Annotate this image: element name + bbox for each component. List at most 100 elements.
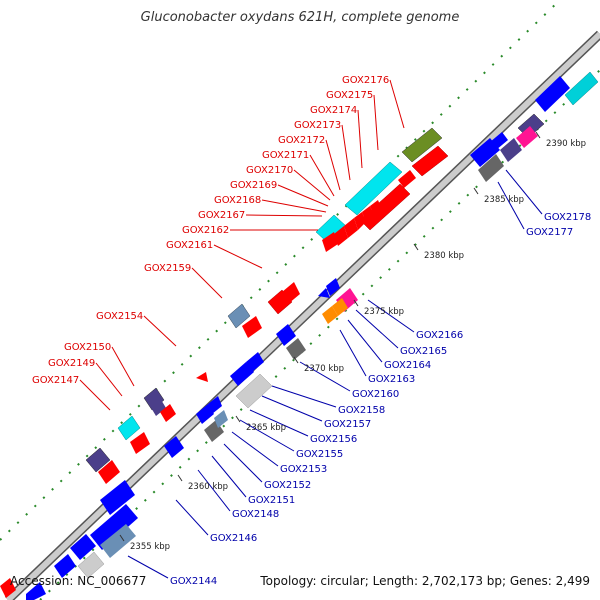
gene-label[interactable]: GOX2154 [96,311,143,322]
gene-block[interactable] [318,288,330,298]
gene-block[interactable] [77,551,105,579]
gene-block[interactable] [282,282,300,304]
gene-label[interactable]: GOX2171 [262,150,309,161]
gene-label[interactable]: GOX2167 [198,210,245,221]
gene-label[interactable]: GOX2166 [416,330,463,341]
gene-block[interactable] [401,127,443,163]
gene-block[interactable] [54,554,76,578]
gene-label[interactable]: GOX2158 [338,405,385,416]
scale-tick-label: 2370 kbp [304,364,344,374]
gene-block[interactable] [160,404,176,422]
gene-block[interactable] [196,372,208,382]
gene-block[interactable] [26,582,46,600]
gene-block[interactable] [230,362,254,386]
gene-block[interactable] [98,460,120,484]
gene-block[interactable] [90,504,138,550]
gene-block[interactable] [164,436,184,458]
gene-block[interactable] [117,415,141,441]
map-title: Gluconobacter oxydans 621H, complete gen… [140,10,460,25]
gene-block[interactable] [100,480,135,515]
scale-labels: 2355 kbp 2360 kbp 2365 kbp 2370 kbp 2375 kbp… [130,139,586,552]
gene-block[interactable] [130,432,150,454]
gene-block[interactable] [242,316,262,338]
gene-label[interactable]: GOX2161 [166,240,213,251]
gene-block[interactable] [478,154,504,182]
gene-block[interactable] [500,138,522,162]
gene-block[interactable] [150,398,166,416]
gene-block[interactable] [370,200,382,216]
gene-block[interactable] [326,278,340,296]
scale-tick-label: 2365 kbp [246,423,286,433]
gene-label[interactable]: GOX2159 [144,263,191,274]
gene-block[interactable] [322,232,338,252]
gene-label[interactable]: GOX2152 [264,480,311,491]
gene-block[interactable] [214,410,228,428]
gene-label[interactable]: GOX2155 [296,449,343,460]
gene-block[interactable] [564,71,599,106]
gene-label[interactable]: GOX2150 [64,342,111,353]
reverse-strand-genes [26,71,599,600]
gene-block[interactable] [0,578,16,598]
gene-label[interactable]: GOX2169 [230,180,277,191]
gene-label[interactable]: GOX2174 [310,105,357,116]
gene-label[interactable]: GOX2175 [326,90,373,101]
gene-label[interactable]: GOX2168 [214,195,261,206]
gene-block[interactable] [100,524,136,558]
gene-label[interactable]: GOX2163 [368,374,415,385]
gene-block[interactable] [354,212,366,230]
gene-label[interactable]: GOX2177 [526,227,573,238]
gene-block[interactable] [359,183,411,231]
gene-block[interactable] [196,404,214,424]
gene-label[interactable]: GOX2165 [400,346,447,357]
gene-block[interactable] [70,534,96,560]
gene-label[interactable]: GOX2151 [248,495,295,506]
gene-label[interactable]: GOX2173 [294,120,341,131]
scale-tick-label: 2380 kbp [424,251,464,261]
gene-label[interactable]: GOX2157 [324,419,371,430]
scale-tick-label: 2355 kbp [130,542,170,552]
gene-label[interactable]: GOX2147 [32,375,79,386]
scale-tick-label: 2390 kbp [546,139,586,149]
gene-block[interactable] [516,126,538,148]
gene-block[interactable] [344,161,403,216]
gene-block[interactable] [411,145,449,177]
scale-tick-label: 2360 kbp [188,482,228,492]
gene-label[interactable]: GOX2162 [182,225,229,236]
gene-label[interactable]: GOX2172 [278,135,325,146]
gene-block[interactable] [227,303,251,329]
scale-tick-label: 2385 kbp [484,195,524,205]
gene-block[interactable] [344,218,358,238]
gene-label[interactable]: GOX2160 [352,389,399,400]
gene-label[interactable]: GOX2153 [280,464,327,475]
gene-block[interactable] [208,396,222,414]
gene-block[interactable] [362,206,374,222]
forward-gene-labels: GOX2176GOX2175GOX2174GOX2173GOX2172GOX21… [32,75,389,386]
gene-label[interactable]: GOX2146 [210,533,257,544]
reverse-gene-labels: GOX2178GOX2177GOX2166GOX2165GOX2164GOX21… [170,212,591,587]
gene-block[interactable] [334,226,348,246]
scale-tick-label: 2375 kbp [364,307,404,317]
gene-label[interactable]: GOX2178 [544,212,591,223]
gene-block[interactable] [398,170,416,188]
gene-label[interactable]: GOX2144 [170,576,217,587]
gene-label[interactable]: GOX2149 [48,358,95,369]
gene-block[interactable] [246,352,264,372]
gene-block[interactable] [286,338,306,360]
genome-summary: Topology: circular; Length: 2,702,173 bp… [260,574,590,588]
gene-label[interactable]: GOX2170 [246,165,293,176]
gene-block[interactable] [85,447,111,473]
gene-block[interactable] [490,132,508,150]
gene-block[interactable] [143,387,165,411]
gene-block[interactable] [276,324,296,346]
gene-label[interactable]: GOX2156 [310,434,357,445]
gene-label[interactable]: GOX2164 [384,360,431,371]
gene-label[interactable]: GOX2176 [342,75,389,86]
gene-block[interactable] [322,306,338,324]
forward-strand-genes [0,127,449,598]
gene-block[interactable] [535,76,570,112]
gene-label[interactable]: GOX2148 [232,509,279,520]
gene-block[interactable] [332,298,348,316]
